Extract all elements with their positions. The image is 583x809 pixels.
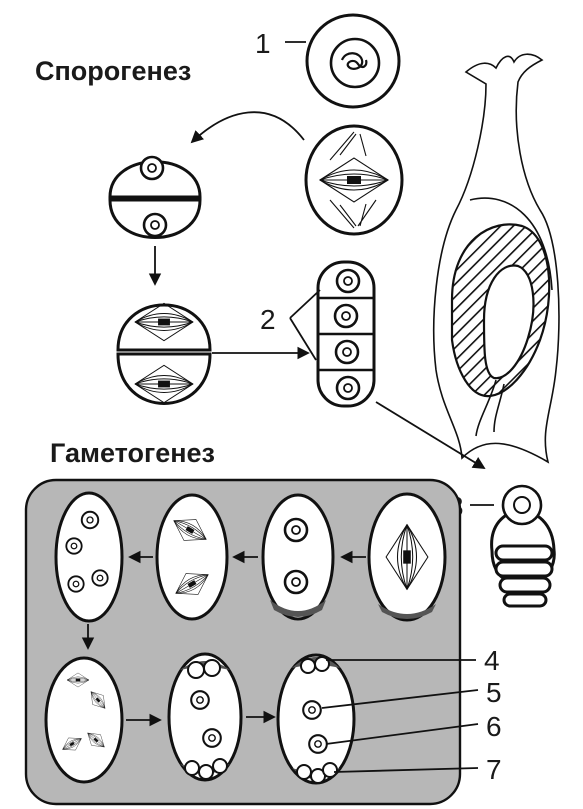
arrow-to-dyad <box>192 112 304 142</box>
embryo-sac-stage-6 <box>169 654 241 780</box>
arrow-to-megaspore <box>376 402 484 468</box>
megaspore-tetrad <box>318 262 374 406</box>
label-6: 6 <box>486 711 502 742</box>
ovary-pistil <box>434 54 559 462</box>
embryo-sac-stage-4 <box>56 493 122 621</box>
meiosis-one-cell <box>306 126 402 234</box>
label-2: 2 <box>260 304 276 335</box>
label-7: 7 <box>486 754 502 785</box>
sporogenesis-heading: Спорогенез <box>35 56 191 86</box>
megaspore-mother-cell <box>307 15 399 107</box>
leader-line-2a <box>290 290 320 318</box>
embryo-sac-stage-5 <box>46 658 122 782</box>
embryo-sac-stage-3 <box>157 495 227 619</box>
gametogenesis-heading: Гаметогенез <box>50 438 215 468</box>
label-4: 4 <box>484 645 500 676</box>
embryo-sac-stage-2 <box>263 495 333 619</box>
meiosis-two-cells <box>118 303 210 403</box>
label-5: 5 <box>486 677 502 708</box>
embryo-sac-stage-1 <box>369 494 445 620</box>
functional-megaspore <box>492 486 555 606</box>
dyad-cells <box>110 157 200 238</box>
mature-embryo-sac <box>278 655 354 783</box>
label-1: 1 <box>255 28 271 59</box>
